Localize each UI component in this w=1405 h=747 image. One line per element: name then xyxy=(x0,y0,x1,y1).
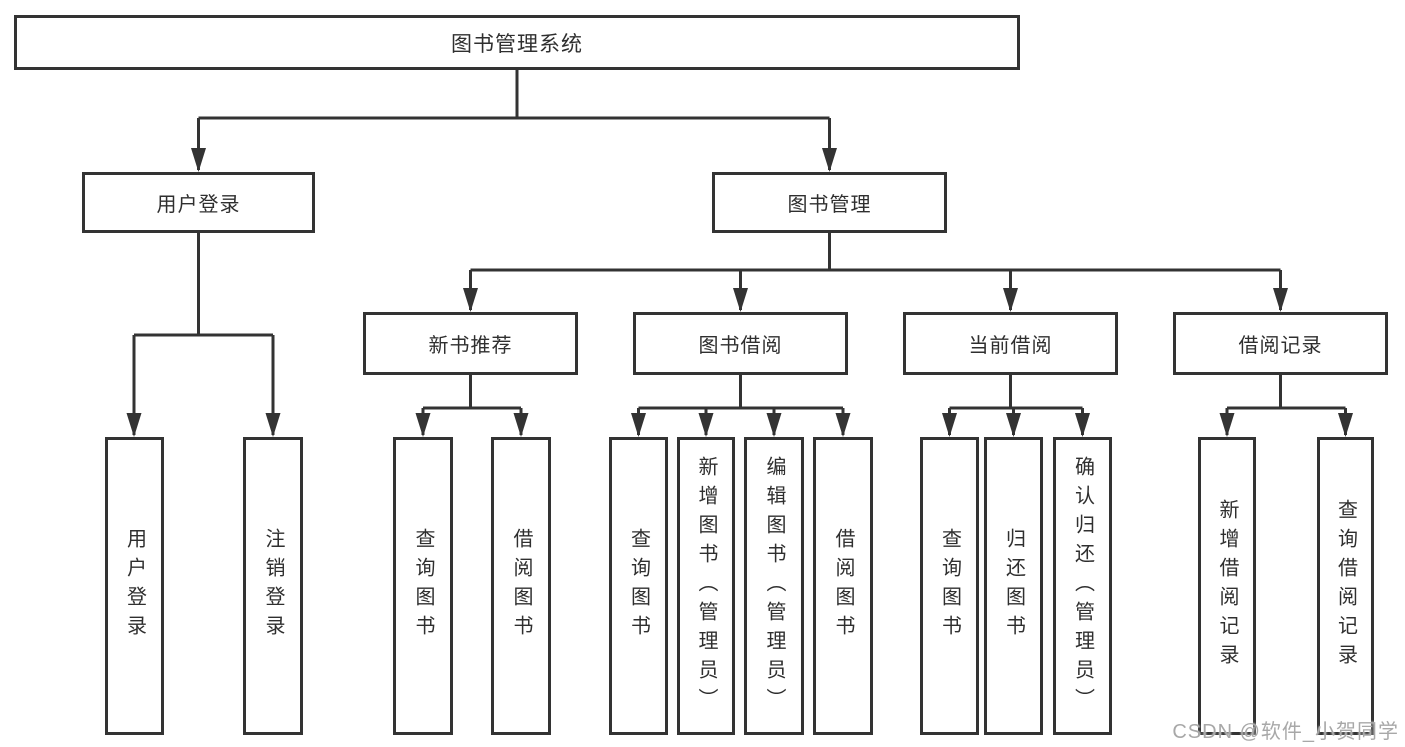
node-user-login: 用户登录 xyxy=(82,172,315,233)
node-library-management-system: 图书管理系统 xyxy=(14,15,1020,70)
node-label: 用户登录 xyxy=(156,194,241,216)
leaf-logout: 注销登录 xyxy=(243,437,303,735)
node-label: 当前借阅 xyxy=(968,335,1053,357)
node-new-book-recommend: 新书推荐 xyxy=(363,312,578,375)
node-label: 新书推荐 xyxy=(428,335,513,357)
node-label: 注销登录 xyxy=(262,528,284,644)
node-book-borrow: 图书借阅 xyxy=(633,312,848,375)
leaf-query-books-recommend: 查询图书 xyxy=(393,437,453,735)
node-label: 查询图书 xyxy=(627,528,650,644)
node-label: 新增借阅记录 xyxy=(1216,499,1238,673)
node-label: 查询图书 xyxy=(412,528,434,644)
node-label: 借阅图书 xyxy=(832,528,854,644)
node-book-management: 图书管理 xyxy=(712,172,947,233)
node-label: 查询图书 xyxy=(938,528,961,644)
node-label: 图书借阅 xyxy=(698,335,783,357)
watermark: CSDN @软件_小贺同学 xyxy=(1172,721,1399,743)
leaf-query-books-current: 查询图书 xyxy=(920,437,979,735)
node-label: 归还图书 xyxy=(1002,528,1025,644)
arrowheads xyxy=(126,148,1353,437)
leaf-add-books-admin: 新增图书（管理员） xyxy=(677,437,735,735)
leaf-confirm-return-admin: 确认归还（管理员） xyxy=(1053,437,1112,735)
node-label: 用户登录 xyxy=(123,528,146,644)
node-label: 确认归还（管理员） xyxy=(1071,455,1094,717)
node-label: 借阅记录 xyxy=(1238,335,1323,357)
node-label: 借阅图书 xyxy=(510,528,532,644)
leaf-return-books: 归还图书 xyxy=(984,437,1043,735)
node-current-borrow: 当前借阅 xyxy=(903,312,1118,375)
node-label: 图书管理系统 xyxy=(451,32,583,56)
leaf-add-borrow-record: 新增借阅记录 xyxy=(1198,437,1256,735)
node-label: 编辑图书（管理员） xyxy=(763,455,785,717)
leaf-query-books: 查询图书 xyxy=(609,437,668,735)
leaf-borrow-books: 借阅图书 xyxy=(813,437,873,735)
node-borrow-records: 借阅记录 xyxy=(1173,312,1388,375)
leaf-borrow-books-recommend: 借阅图书 xyxy=(491,437,551,735)
leaf-query-borrow-record: 查询借阅记录 xyxy=(1317,437,1374,735)
node-label: 新增图书（管理员） xyxy=(695,455,717,717)
leaf-edit-books-admin: 编辑图书（管理员） xyxy=(744,437,804,735)
leaf-user-login: 用户登录 xyxy=(105,437,164,735)
node-label: 查询借阅记录 xyxy=(1334,499,1357,673)
node-label: 图书管理 xyxy=(787,194,872,216)
